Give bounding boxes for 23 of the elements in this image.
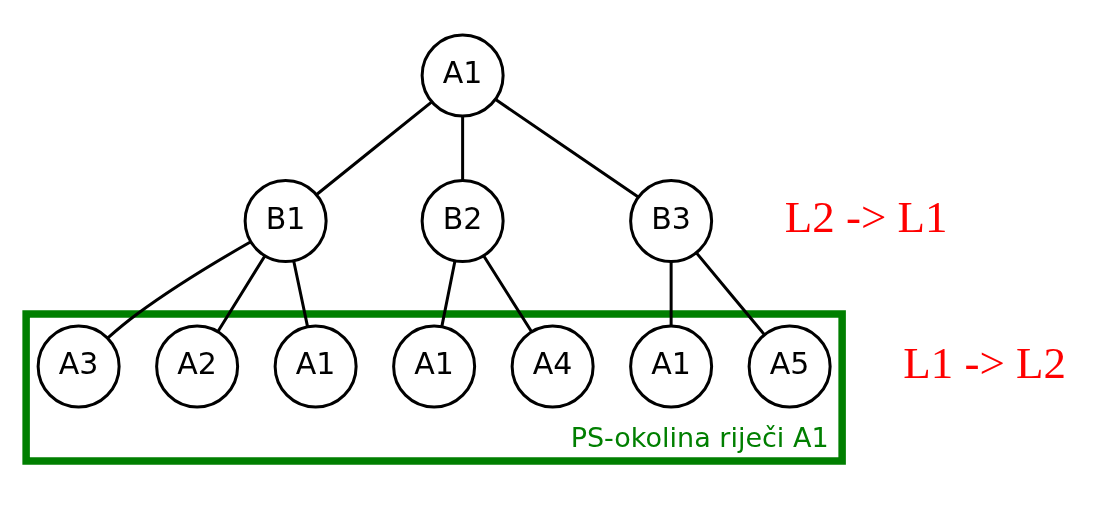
node-circle: A1 bbox=[629, 324, 714, 409]
node-circle: A1 bbox=[420, 33, 505, 118]
connector bbox=[461, 116, 465, 181]
connector bbox=[106, 240, 252, 340]
connector bbox=[440, 261, 457, 327]
connector bbox=[482, 255, 533, 333]
node-circle: B3 bbox=[629, 179, 714, 263]
node-circle: A1 bbox=[273, 324, 358, 409]
node-circle: A5 bbox=[747, 324, 832, 409]
label: L2 -> L1 bbox=[784, 192, 948, 243]
connector bbox=[494, 98, 640, 199]
connector bbox=[292, 261, 309, 327]
node-circle: A2 bbox=[155, 324, 240, 409]
connector bbox=[315, 100, 433, 196]
connector bbox=[216, 255, 266, 333]
node-circle: A3 bbox=[36, 324, 121, 409]
node-circle: A1 bbox=[392, 324, 477, 409]
node-circle: B2 bbox=[420, 179, 505, 263]
connector bbox=[695, 252, 766, 336]
node-circle: B1 bbox=[243, 179, 328, 263]
connector bbox=[669, 261, 673, 326]
node-circle: A4 bbox=[510, 324, 595, 409]
label: L1 -> L2 bbox=[903, 337, 1067, 388]
